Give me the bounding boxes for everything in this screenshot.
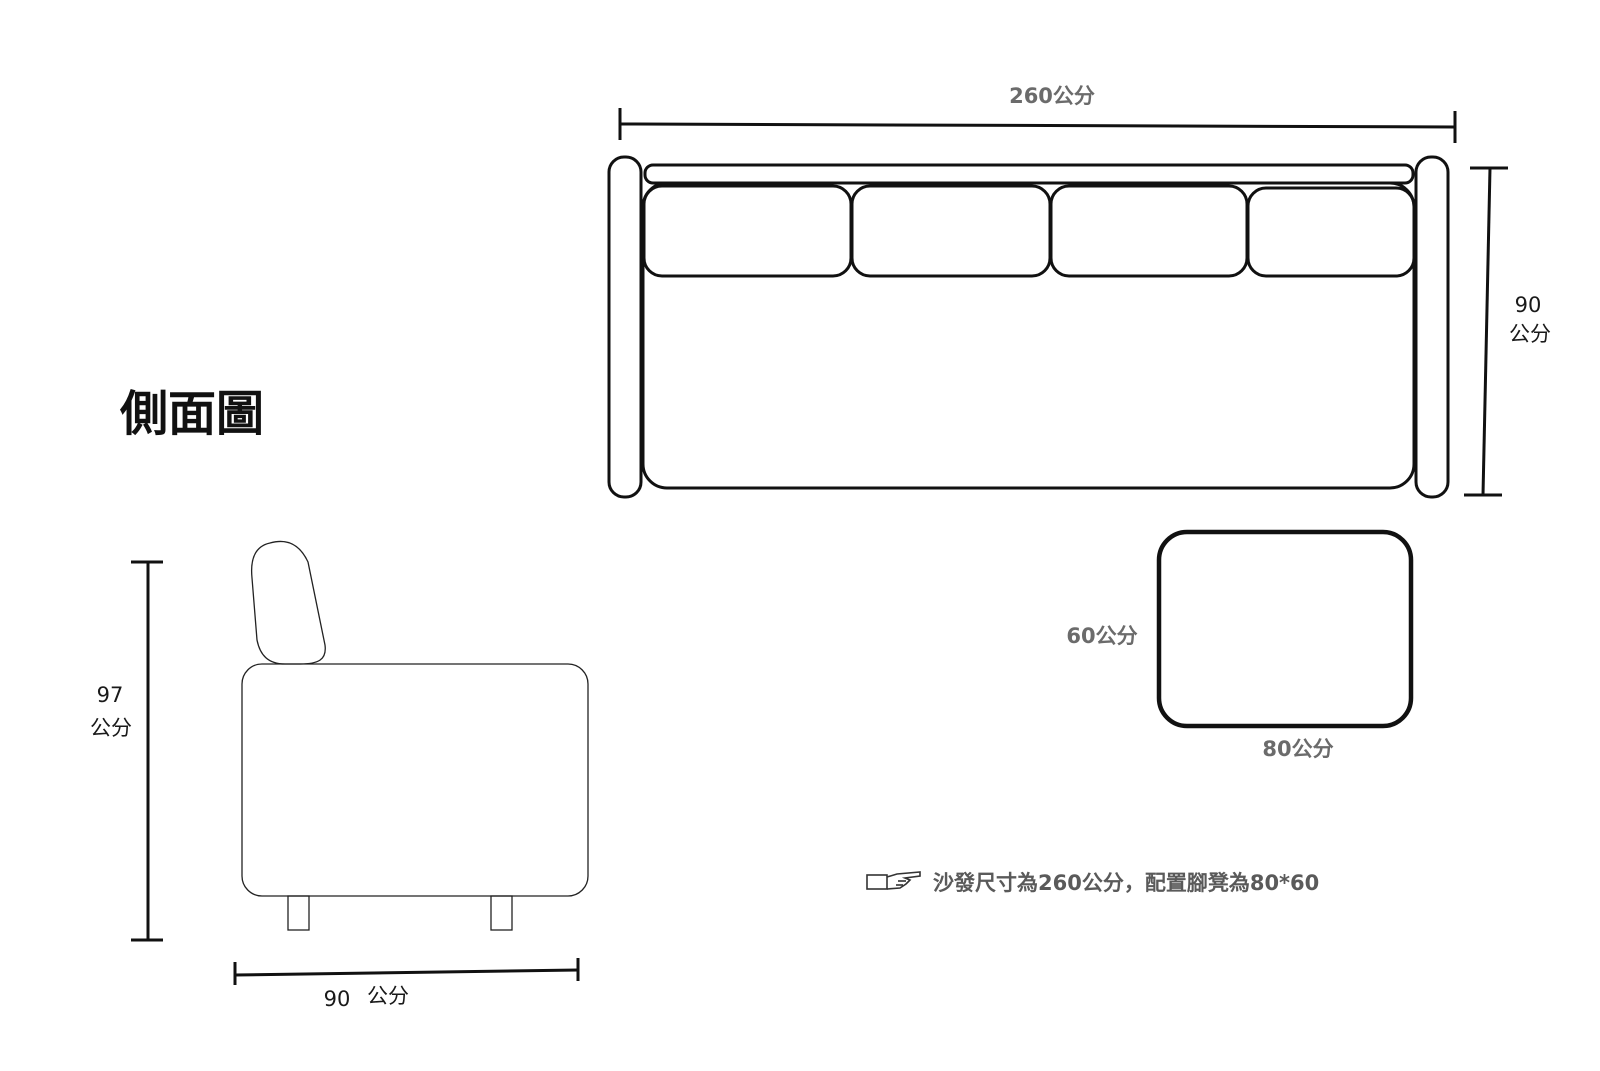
- side-depth-label-value: 90: [324, 987, 351, 1011]
- side-view: [131, 540, 589, 985]
- side-height-label-unit: 公分: [90, 716, 132, 740]
- ottoman-depth-label: 60公分: [1066, 624, 1137, 648]
- ottoman-width-label: 80公分: [1262, 737, 1333, 761]
- back-cushion-1: [642, 184, 853, 278]
- side-depth-dimension-line: [233, 958, 580, 985]
- sofa-side-body: [241, 663, 589, 897]
- top-view: [607, 108, 1508, 499]
- note-text: 沙發尺寸為260公分，配置腳凳為80*60: [933, 871, 1319, 895]
- seat-area: [641, 181, 1416, 490]
- ottoman-outline: [1156, 529, 1414, 729]
- left-armrest: [607, 155, 643, 499]
- front-leg: [287, 895, 310, 931]
- headrest: [250, 540, 326, 665]
- back-leg: [490, 895, 513, 931]
- side-depth-label-unit: 公分: [367, 984, 409, 1008]
- side-height-label-value: 97: [97, 683, 124, 707]
- side-height-dimension-line: [131, 560, 163, 942]
- top-width-label: 260公分: [1009, 84, 1095, 108]
- back-cushion-3: [1049, 184, 1249, 278]
- back-cushion-2: [850, 184, 1052, 278]
- top-depth-dimension-line: [1464, 166, 1508, 497]
- back-rail: [643, 163, 1415, 185]
- side-view-title: 側面圖: [119, 386, 264, 442]
- top-depth-label-unit: 公分: [1509, 322, 1551, 346]
- back-cushion-4: [1246, 186, 1416, 278]
- top-depth-label-value: 90: [1515, 293, 1542, 317]
- top-width-dimension-line: [618, 108, 1457, 143]
- pointing-hand-icon: [866, 871, 921, 890]
- right-armrest: [1414, 155, 1450, 499]
